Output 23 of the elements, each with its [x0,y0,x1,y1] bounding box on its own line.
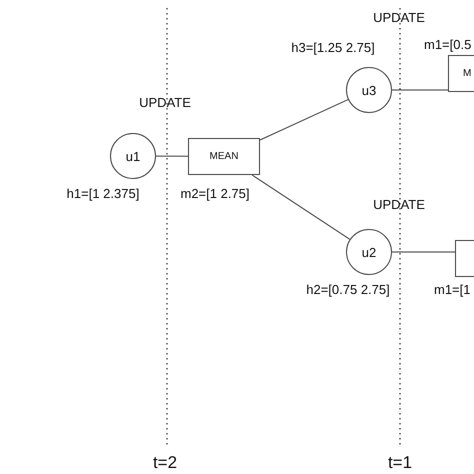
connector-line [260,99,349,140]
time-step-label: t=1 [388,453,412,473]
value-annotation: m2=[1 2.75] [180,186,250,201]
update-label: UPDATE [139,95,191,110]
update-label: UPDATE [373,10,425,25]
connector-line [252,174,350,240]
connector-line [156,156,188,157]
unit-circle [346,67,392,113]
value-annotation: h2=[0.75 2.75] [306,282,390,297]
time-step-label: t=2 [152,453,178,473]
node-label: u3 [362,82,376,98]
operation-box [188,138,260,175]
node-label: u2 [362,244,376,260]
value-annotation: m1=[1 [434,282,470,297]
unit-circle [346,229,392,275]
value-annotation: h3=[1.25 2.75] [291,40,375,55]
unit-circle [110,133,156,179]
node-label: MEAN [210,151,238,162]
value-annotation: m1=[0.5 [424,37,472,52]
node-label: M [463,68,472,79]
update-label: UPDATE [373,197,425,212]
node-label: u1 [126,148,140,164]
value-annotation: h1=[1 2.375] [66,186,140,201]
